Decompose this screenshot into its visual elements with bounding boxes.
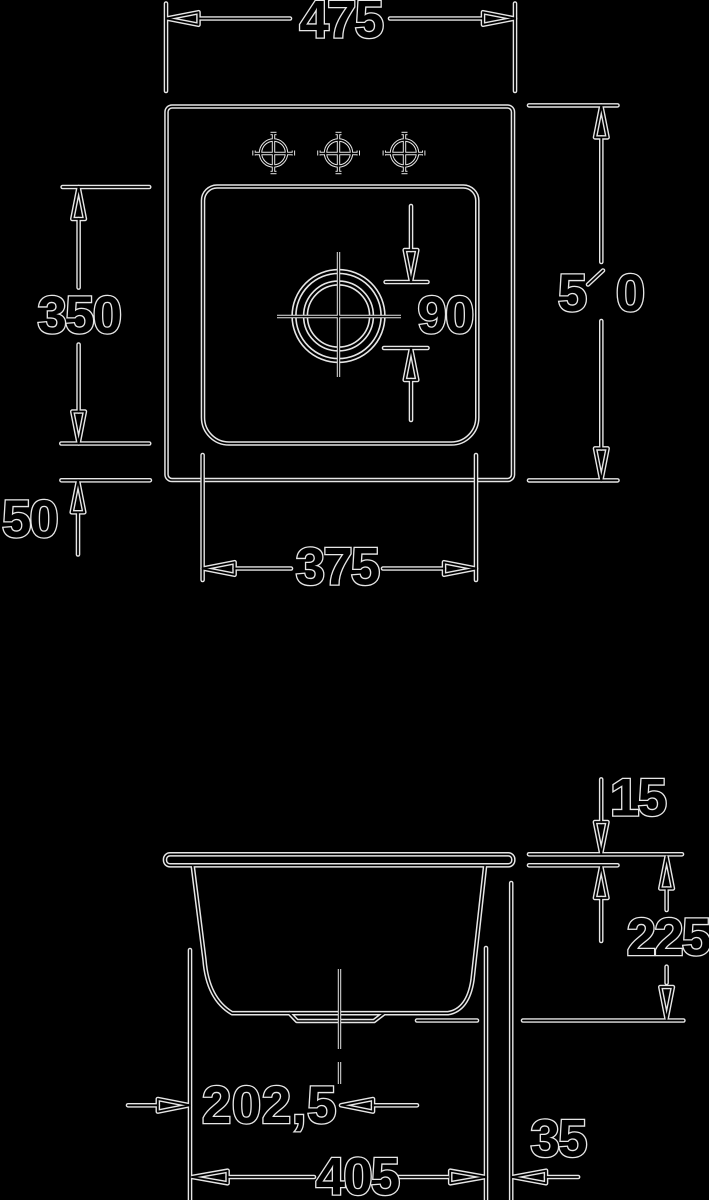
svg-text:475: 475 [299,0,382,50]
svg-text:90: 90 [417,286,473,345]
svg-text:50: 50 [2,490,58,549]
svg-text:5: 5 [558,264,586,323]
svg-text:375: 375 [296,538,379,597]
svg-text:202,5: 202,5 [202,1076,337,1135]
svg-text:350: 350 [37,286,120,345]
svg-text:405: 405 [316,1148,399,1200]
svg-text:225: 225 [627,908,709,967]
svg-text:15: 15 [610,769,666,828]
svg-text:35: 35 [530,1110,586,1169]
svg-text:0: 0 [616,264,644,323]
